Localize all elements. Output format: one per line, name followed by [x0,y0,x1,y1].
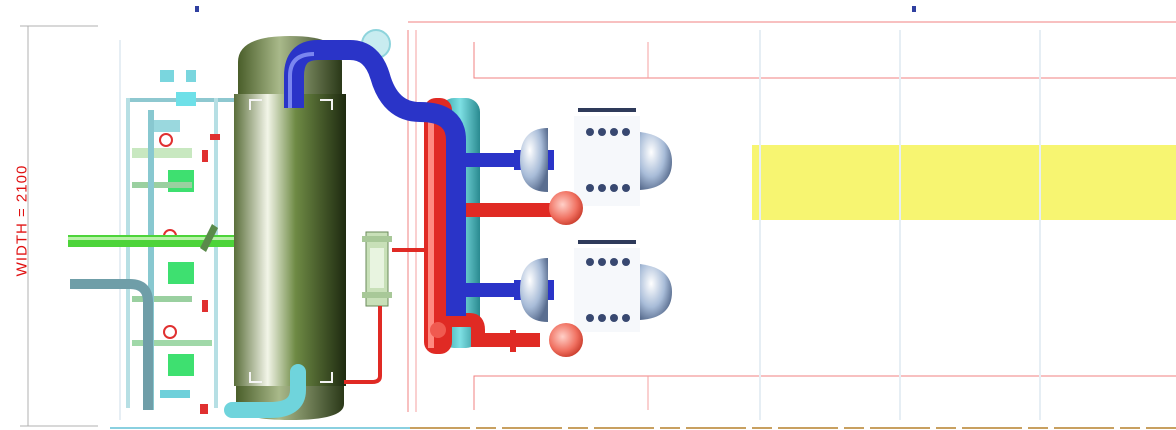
cyan-pipe [224,364,306,418]
top-marker [195,6,199,12]
valve-icon [159,133,173,147]
red-header [424,98,556,354]
highlight-area [752,145,1176,220]
valve-icon [168,354,194,376]
red-drain-line [344,306,382,384]
valve-icon [163,325,177,339]
green-pipe [68,224,258,252]
blower-unit-icon [520,108,672,225]
gray-pipe [70,279,153,410]
blower-unit-icon [520,240,672,357]
frame-lines [119,30,1041,420]
valve-icon [168,170,194,192]
room-outline [110,21,1176,429]
width-dimension-line [20,25,98,427]
level-gauge [362,231,392,307]
top-marker [912,6,916,12]
valve-icon [168,262,194,284]
valve-manifold [126,70,234,414]
